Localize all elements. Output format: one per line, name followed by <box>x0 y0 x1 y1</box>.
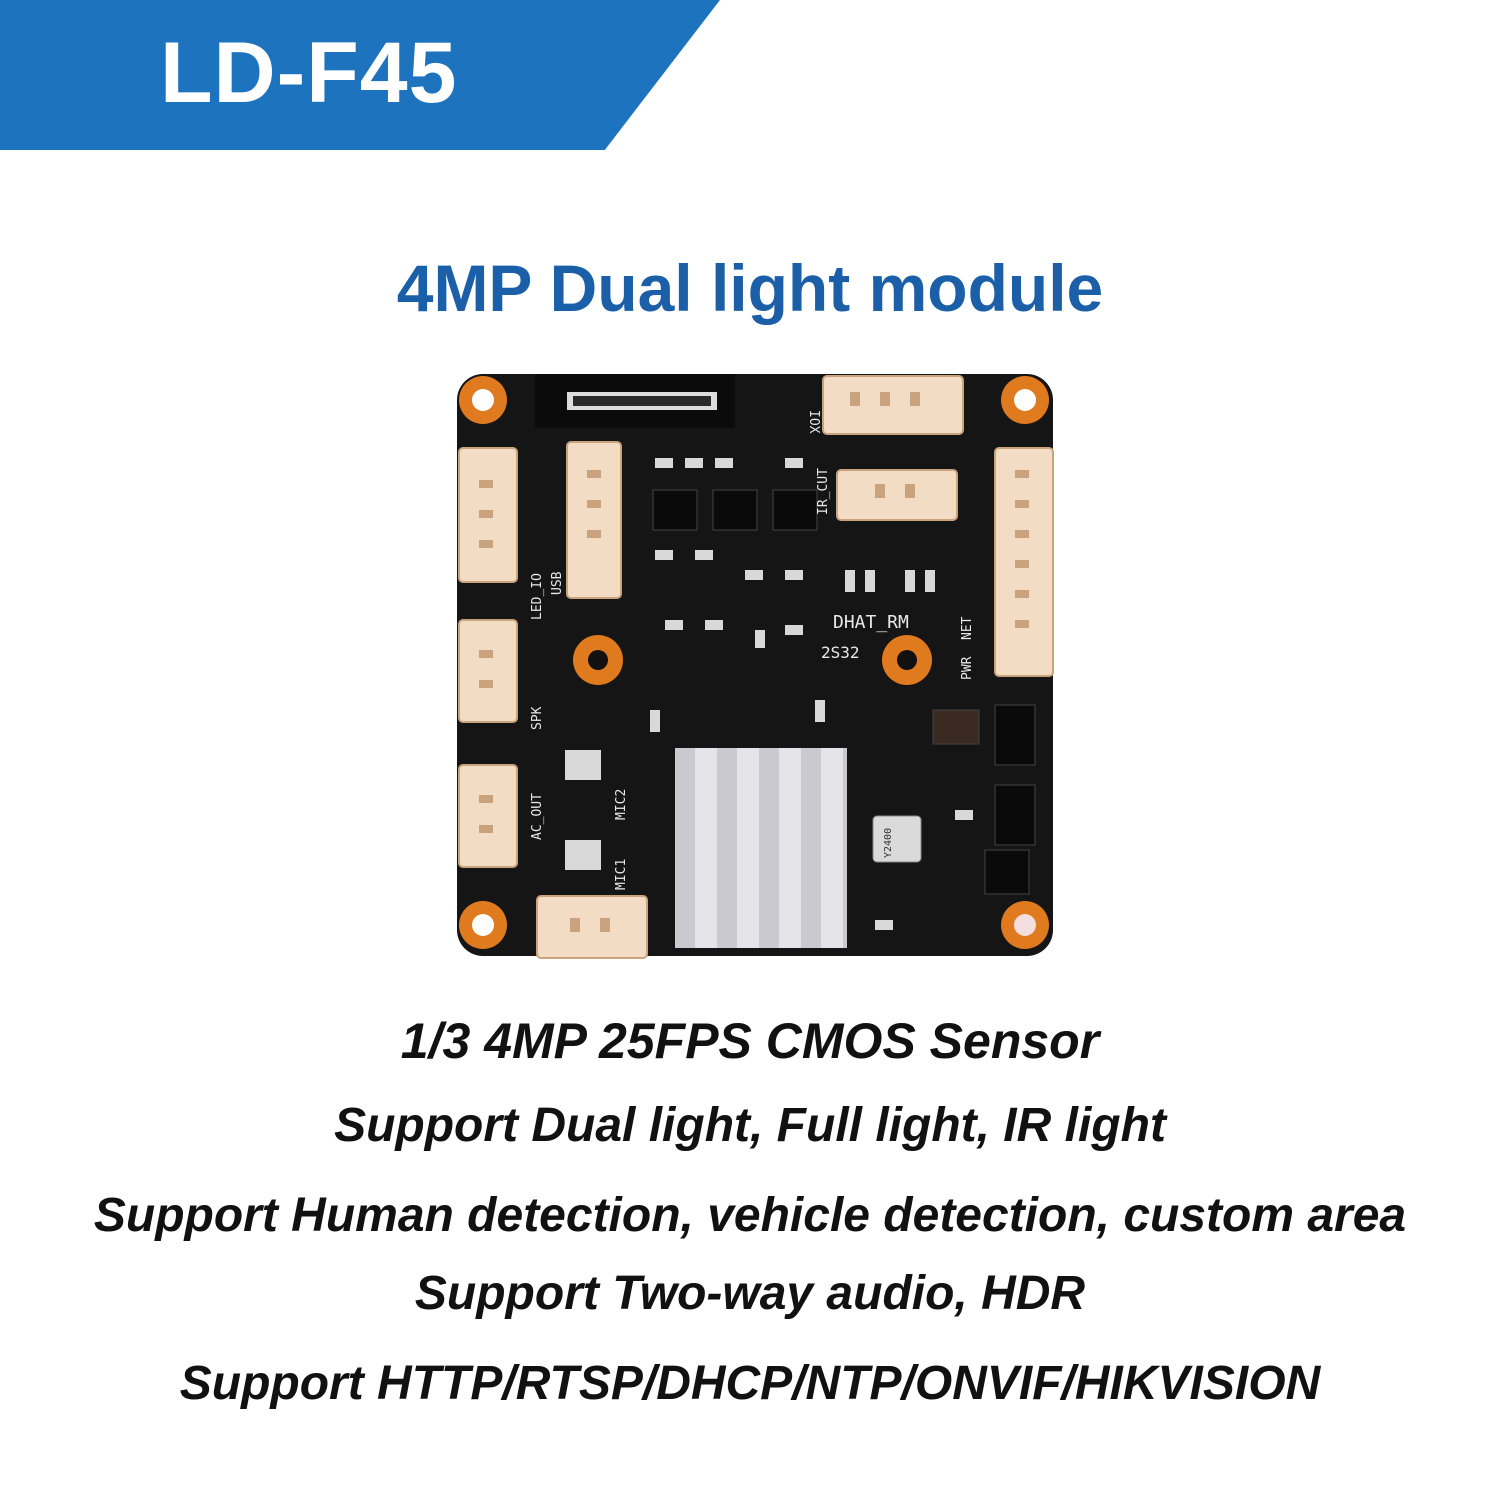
spec-audio-hdr: Support Two-way audio, HDR <box>414 1267 1086 1320</box>
connectors <box>458 375 1054 959</box>
circuit-board-image: IOX IR_CUT LED_IO USB SPK AC_OUT MIC2 MI… <box>455 370 1055 960</box>
iox-connector <box>822 375 964 435</box>
spk-connector <box>458 619 518 723</box>
spec-sensor: 1/3 4MP 25FPS CMOS Sensor <box>400 1013 1100 1069</box>
connector-pins <box>479 392 1029 932</box>
label-net: NET <box>960 616 975 640</box>
product-subtitle: 4MP Dual light module <box>396 251 1104 325</box>
label-crystal: Y2400 <box>883 828 894 858</box>
corner-pads <box>459 376 1049 949</box>
model-name: LD-F45 <box>160 25 458 121</box>
bottom-connector <box>536 895 648 959</box>
label-mic1: MIC1 <box>614 859 629 890</box>
smd-components <box>565 458 973 930</box>
label-ir-cut: IR_CUT <box>816 468 831 515</box>
model-banner <box>0 0 720 150</box>
label-mic2: MIC2 <box>614 789 629 820</box>
label-iox: IOX <box>806 410 821 434</box>
usb-connector <box>566 441 622 599</box>
ac-out-connector <box>458 764 518 868</box>
spec-protocols: Support HTTP/RTSP/DHCP/NTP/ONVIF/HIKVISI… <box>179 1357 1321 1410</box>
crystal-oscillator <box>872 815 922 863</box>
chips <box>652 489 1036 895</box>
label-pwr: PWR <box>960 656 975 680</box>
mid-holes <box>573 635 932 685</box>
spec-detection: Support Human detection, vehicle detecti… <box>93 1189 1407 1242</box>
label-board-code: 2S32 <box>821 643 860 662</box>
silkscreen-labels: IOX IR_CUT LED_IO USB SPK AC_OUT MIC2 MI… <box>530 410 975 890</box>
spec-light-modes: Support Dual light, Full light, IR light <box>334 1099 1166 1152</box>
label-ac-out: AC_OUT <box>530 793 545 840</box>
label-led-io: LED_IO <box>530 573 545 620</box>
pcb-illustration: IOX IR_CUT LED_IO USB SPK AC_OUT MIC2 MI… <box>457 374 1054 959</box>
heatsink <box>675 748 847 948</box>
sensor-ribbon-connector <box>535 374 735 428</box>
label-usb: USB <box>550 571 565 595</box>
ir-cut-connector <box>836 469 958 521</box>
label-spk: SPK <box>530 706 545 730</box>
label-board-name: DHAT_RM <box>833 612 909 633</box>
